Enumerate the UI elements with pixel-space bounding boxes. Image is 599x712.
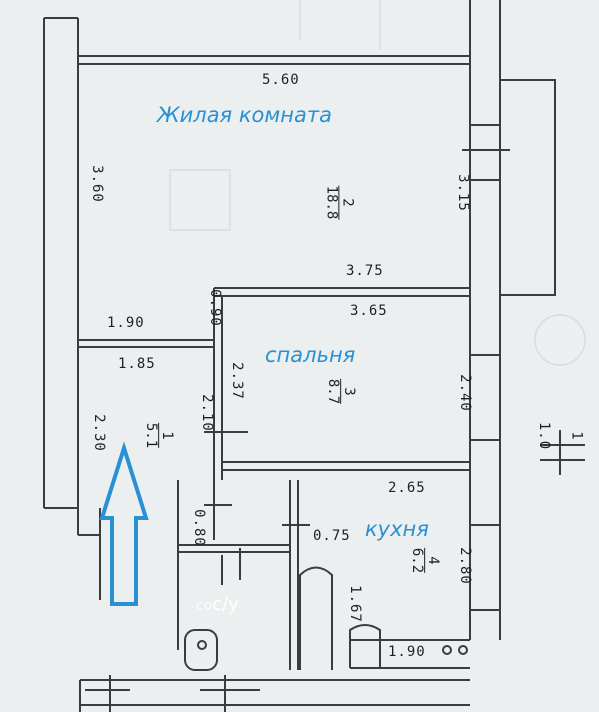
room-number-hall: 1 bbox=[158, 422, 175, 449]
entrance-arrow-icon bbox=[99, 441, 149, 606]
stove-icon bbox=[442, 645, 452, 655]
dim-living-height-left: 3.60 bbox=[88, 165, 105, 203]
dim-outer-right: 1.0 bbox=[536, 421, 553, 451]
dim-living-bottom: 3.75 bbox=[346, 263, 384, 279]
room-label-wc: сос/у bbox=[196, 594, 239, 615]
dim-bedroom-width: 3.65 bbox=[350, 303, 388, 319]
room-number-kitchen: 4 bbox=[424, 547, 441, 574]
dim-bedroom-height-left: 2.37 bbox=[228, 362, 245, 400]
bathtub-icon bbox=[299, 566, 333, 670]
dim-hall-height: 2.30 bbox=[90, 414, 107, 452]
dim-wc-depth: 1.67 bbox=[346, 585, 363, 623]
dim-living-height-right: 3.15 bbox=[454, 174, 471, 212]
door-marks bbox=[204, 431, 310, 585]
dim-kitchen-height: 2.80 bbox=[456, 547, 473, 585]
dim-hall-top: 1.90 bbox=[107, 315, 145, 331]
room-fraction-living: 2 18.8 bbox=[323, 185, 355, 220]
dim-living-width: 5.60 bbox=[262, 72, 300, 88]
room-area-kitchen: 6.2 bbox=[409, 547, 426, 574]
room-number-bedroom: 3 bbox=[340, 378, 357, 405]
room-area-bedroom: 8.7 bbox=[325, 378, 342, 405]
room-fraction-hall: 1 5.1 bbox=[143, 422, 175, 449]
room-label-bedroom: спальня bbox=[265, 343, 356, 367]
wc-label-text: с/у bbox=[212, 594, 239, 615]
dim-kitchen-bottom: 1.90 bbox=[388, 644, 426, 660]
sink-icon bbox=[349, 624, 381, 668]
room-fraction-kitchen: 4 6.2 bbox=[409, 547, 441, 574]
dim-wc-gap: 0.80 bbox=[190, 509, 207, 547]
dim-bedroom-height-right: 2.40 bbox=[456, 374, 473, 412]
dim-hall-door-side: 2.10 bbox=[198, 394, 215, 432]
window-marks bbox=[85, 124, 585, 712]
fixtures bbox=[184, 566, 468, 671]
room-label-living: Жилая комната bbox=[157, 103, 332, 127]
dim-kitchen-width: 2.65 bbox=[388, 480, 426, 496]
room-label-kitchen: кухня bbox=[365, 517, 429, 541]
faint-background-marks bbox=[169, 0, 586, 366]
dim-kitchen-door: 0.75 bbox=[313, 528, 351, 544]
dim-bedroom-wall-gap: 0.90 bbox=[206, 289, 223, 327]
toilet-icon bbox=[184, 629, 218, 671]
room-area-living: 18.8 bbox=[323, 185, 340, 220]
room-fraction-bedroom: 3 8.7 bbox=[325, 378, 357, 405]
room-number-living: 2 bbox=[338, 185, 355, 220]
walls bbox=[43, 0, 556, 712]
wc-label-prefix: со bbox=[196, 598, 213, 614]
room-area-hall: 5.1 bbox=[143, 422, 160, 449]
dim-hall-inner: 1.85 bbox=[118, 356, 156, 372]
dim-outer-right-2: 1 bbox=[568, 431, 585, 441]
